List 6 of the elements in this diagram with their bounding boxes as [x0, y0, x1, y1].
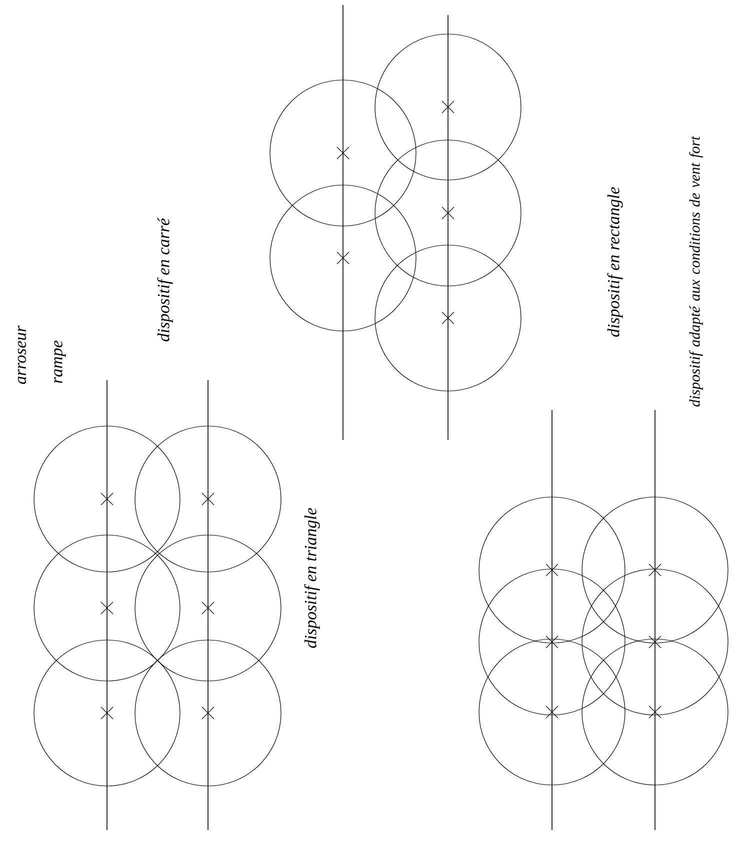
- caption-label: rampe: [54, 340, 66, 384]
- caption-label: dispositif en carré: [157, 218, 173, 342]
- caption-label: dispositif en triangle: [304, 508, 320, 648]
- caption-label: dispositif adapté aux conditions de vent fort: [689, 136, 703, 407]
- caption-label: dispositif en rectangle: [607, 187, 623, 337]
- caption-label: arroseur: [18, 326, 26, 384]
